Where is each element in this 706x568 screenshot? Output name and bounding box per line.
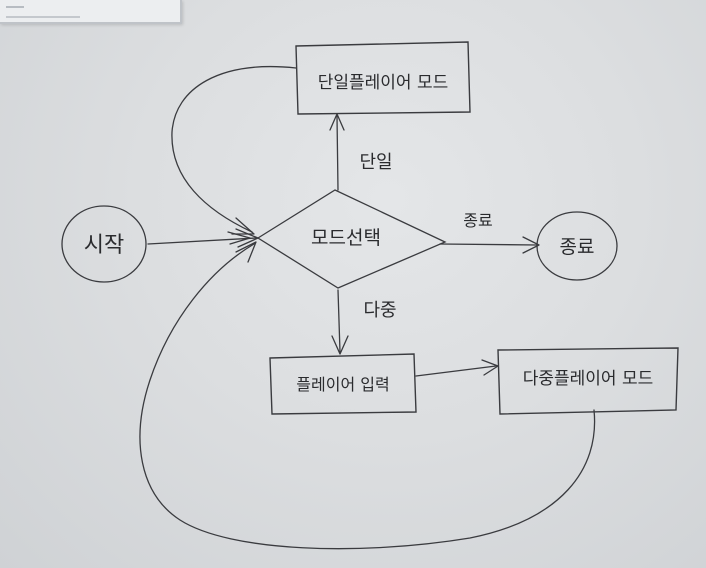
multi-edge-label: 다중 [363,300,396,321]
single-return-arrowhead [231,217,255,235]
start-to-mode-arrowhead [235,228,259,248]
start-node-label: 시작 [84,233,124,258]
input-to-multi-arrow [415,365,497,377]
multi-play-label: 다중플레이어 모드 [523,369,654,389]
end-node-label: 종료 [560,236,595,258]
mode-to-end-arrow [439,243,538,246]
multi-play-box [497,347,679,415]
mode-select-label: 모드선택 [311,227,381,249]
screen-corner-line [6,6,24,8]
multi-return-arrowhead [235,241,257,263]
mode-to-end-arrowhead [522,236,540,254]
mode-to-single-arrowhead [329,113,345,131]
screen-corner-line [6,16,80,18]
start-to-mode-arrow [147,237,257,245]
player-input-label: 플레이어 입력 [296,375,389,394]
screen-corner-window [0,0,182,24]
start-node-circle [61,205,147,283]
mode-to-input-arrow [337,289,341,353]
multi-return-loop [139,243,596,550]
mode-select-diamond [256,189,447,289]
single-return-loop [171,66,297,233]
mode-to-input-arrowhead [331,335,349,355]
quit-edge-label: 종료 [463,211,492,230]
single-edge-label: 단일 [359,152,392,173]
single-play-box [295,41,471,115]
mode-to-single-arrow [336,115,339,191]
input-to-multi-arrowhead [481,359,499,376]
single-play-label: 단일플레이어 모드 [318,73,449,93]
player-input-box [269,353,417,415]
